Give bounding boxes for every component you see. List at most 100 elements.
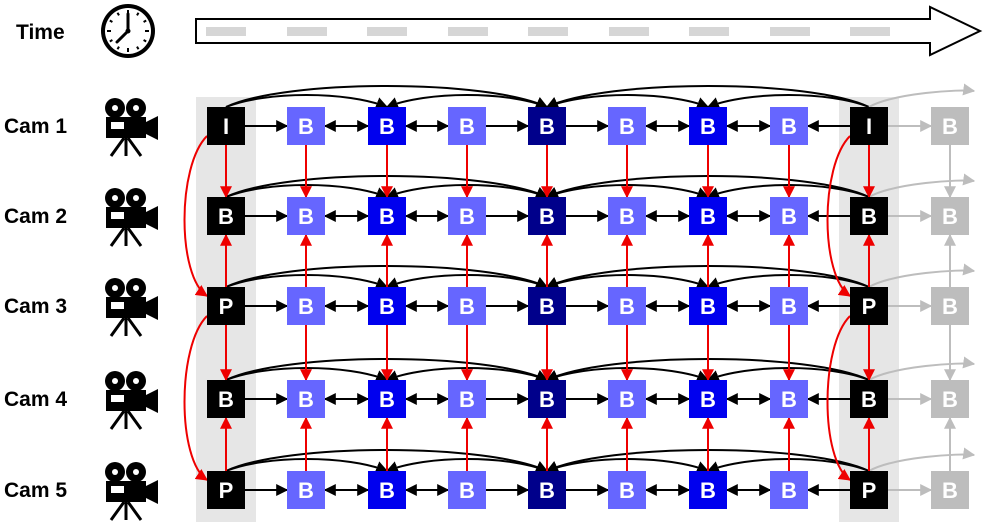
frame-type-label: B	[379, 204, 395, 229]
frame-type-label: B	[942, 114, 958, 139]
frame-type-label: B	[942, 294, 958, 319]
frame-2-1: B	[207, 197, 245, 235]
frame-2-2: B	[287, 197, 325, 235]
next-gop-arc	[868, 356, 976, 381]
frame-type-label: B	[942, 204, 958, 229]
timeline-dash-6	[609, 27, 649, 36]
frame-2-4: B	[448, 197, 486, 235]
frame-3-3: B	[368, 287, 406, 325]
frame-5-5: B	[528, 471, 566, 509]
frame-2-6: B	[608, 197, 646, 235]
camera-label: Cam 1	[4, 115, 67, 138]
frame-4-9: B	[850, 380, 888, 418]
frame-4-5: B	[528, 380, 566, 418]
frame-1-7: B	[689, 107, 727, 145]
frame-type-label: B	[700, 114, 716, 139]
frame-type-label: P	[862, 478, 877, 503]
frame-1-2: B	[287, 107, 325, 145]
frame-5-10: B	[931, 471, 969, 509]
frame-type-label: B	[861, 204, 877, 229]
frame-3-2: B	[287, 287, 325, 325]
temporal-arc	[225, 94, 389, 109]
frame-type-label: B	[619, 114, 635, 139]
movie-camera-icon	[105, 462, 158, 521]
frame-type-label: B	[619, 478, 635, 503]
frame-4-10: B	[931, 380, 969, 418]
frame-type-label: B	[700, 294, 716, 319]
next-gop-arc	[868, 263, 976, 288]
temporal-arc	[385, 94, 548, 109]
movie-camera-icon	[105, 98, 158, 157]
clock-icon	[101, 4, 155, 58]
frame-type-label: B	[861, 387, 877, 412]
frame-2-5: B	[528, 197, 566, 235]
inter-view-arc	[183, 315, 208, 481]
frame-1-8: B	[770, 107, 808, 145]
frame-4-3: B	[368, 380, 406, 418]
frame-type-label: B	[781, 294, 797, 319]
frame-type-label: B	[218, 387, 234, 412]
frame-5-8: B	[770, 471, 808, 509]
frame-5-1: P	[207, 471, 245, 509]
frame-type-label: B	[539, 114, 555, 139]
temporal-arc	[225, 85, 549, 108]
frame-type-label: B	[619, 387, 635, 412]
frame-4-7: B	[689, 380, 727, 418]
frame-type-label: B	[781, 204, 797, 229]
temporal-arc	[706, 94, 870, 109]
frame-type-label: B	[379, 114, 395, 139]
frame-1-4: B	[448, 107, 486, 145]
frame-3-8: B	[770, 287, 808, 325]
frame-2-8: B	[770, 197, 808, 235]
frame-type-label: B	[942, 478, 958, 503]
frame-4-2: B	[287, 380, 325, 418]
frame-1-5: B	[528, 107, 566, 145]
frame-type-label: B	[459, 204, 475, 229]
next-gop-arc	[868, 83, 976, 108]
frame-3-10: B	[931, 287, 969, 325]
frame-type-label: I	[223, 114, 229, 139]
frame-3-5: B	[528, 287, 566, 325]
frame-type-label: P	[219, 294, 234, 319]
frame-type-label: B	[298, 478, 314, 503]
frame-type-label: B	[781, 478, 797, 503]
camera-label: Cam 3	[4, 295, 67, 318]
temporal-arc	[545, 85, 870, 108]
frame-type-label: B	[379, 387, 395, 412]
frame-5-2: B	[287, 471, 325, 509]
next-gop-arc	[868, 447, 976, 472]
frame-4-4: B	[448, 380, 486, 418]
movie-camera-icon	[105, 278, 158, 337]
timeline-dash-4	[448, 27, 488, 36]
frame-type-label: B	[298, 114, 314, 139]
timeline-dash-8	[770, 27, 810, 36]
frame-type-label: B	[539, 294, 555, 319]
time-label: Time	[16, 21, 65, 44]
frame-3-1: P	[207, 287, 245, 325]
timeline-dash-9	[850, 27, 890, 36]
frame-1-9: I	[850, 107, 888, 145]
movie-camera-icon	[105, 371, 158, 430]
frame-type-label: B	[218, 204, 234, 229]
frame-1-6: B	[608, 107, 646, 145]
frame-3-9: P	[850, 287, 888, 325]
frame-2-7: B	[689, 197, 727, 235]
frame-type-label: B	[459, 114, 475, 139]
frame-4-6: B	[608, 380, 646, 418]
next-gop-arc	[868, 173, 976, 198]
frame-5-9: P	[850, 471, 888, 509]
frame-type-label: B	[700, 387, 716, 412]
frame-5-3: B	[368, 471, 406, 509]
inter-view-arc	[183, 135, 208, 297]
frame-type-label: B	[942, 387, 958, 412]
frame-1-10: B	[931, 107, 969, 145]
frame-type-label: B	[459, 294, 475, 319]
frame-5-7: B	[689, 471, 727, 509]
frame-type-label: B	[298, 294, 314, 319]
frame-2-3: B	[368, 197, 406, 235]
frame-3-6: B	[608, 287, 646, 325]
frame-1-1: I	[207, 107, 245, 145]
frame-type-label: B	[379, 478, 395, 503]
frame-type-label: B	[539, 387, 555, 412]
